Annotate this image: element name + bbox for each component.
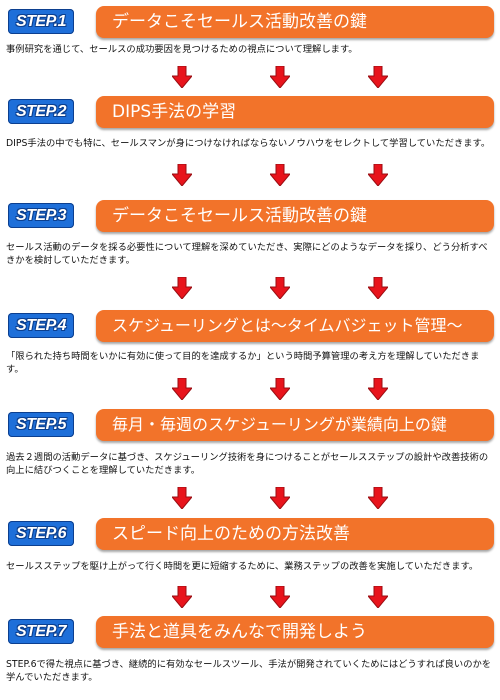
arrow-row	[0, 66, 500, 88]
arrow-down-icon	[172, 586, 192, 608]
arrow-row	[0, 487, 500, 509]
arrow-down-icon	[270, 378, 290, 400]
step-title: スピード向上のための方法改善	[112, 524, 350, 544]
arrow-row	[0, 378, 500, 400]
step-badge-label: STEP.6	[15, 525, 67, 542]
arrow-down-icon	[368, 164, 388, 186]
arrow-down-icon	[368, 66, 388, 88]
arrow-down-icon	[368, 378, 388, 400]
step-badge: STEP.2	[8, 99, 74, 124]
step-description: DIPS手法の中でも特に、セールスマンが身につけなければならないノウハウをセレク…	[6, 138, 491, 149]
step-title: 手法と道具をみんなで開発しよう	[112, 622, 367, 642]
step-title: 毎月・毎週のスケジューリングが業績向上の鍵	[112, 415, 447, 434]
step-title-bar: スピード向上のための方法改善	[96, 518, 494, 550]
arrow-down-icon	[172, 487, 192, 509]
step-badge: STEP.1	[8, 9, 74, 34]
step-badge-label: STEP.4	[15, 317, 67, 334]
arrow-down-icon	[172, 164, 192, 186]
arrow-down-icon	[368, 487, 388, 509]
step-badge-label: STEP.3	[15, 207, 67, 224]
step-badge: STEP.6	[8, 521, 74, 546]
step-badge: STEP.7	[8, 619, 74, 644]
arrow-down-icon	[270, 487, 290, 509]
arrow-row	[0, 277, 500, 299]
arrow-down-icon	[172, 378, 192, 400]
step-badge: STEP.3	[8, 203, 74, 228]
arrow-down-icon	[270, 277, 290, 299]
step-title-bar: データこそセールス活動改善の鍵	[96, 6, 494, 38]
step-description: STEP.6で得た視点に基づき、継続的に有効なセールスツール、手法が開発されてい…	[6, 659, 492, 683]
step-badge-label: STEP.7	[15, 623, 67, 640]
step-description: セールスステップを駆け上がって行く時間を更に短縮するために、業務ステップの改善を…	[6, 561, 479, 572]
step-title-bar: 毎月・毎週のスケジューリングが業績向上の鍵	[96, 409, 494, 441]
arrow-down-icon	[368, 277, 388, 299]
step-title: データこそセールス活動改善の鍵	[112, 12, 367, 32]
step-description: 過去２週間の活動データに基づき、スケジューリング技術を身につけることがセールスス…	[6, 452, 489, 476]
step-description: セールス活動のデータを採る必要性について理解を深めていただき、実際にどのようなデ…	[6, 242, 488, 266]
step-badge-label: STEP.5	[15, 416, 67, 433]
arrow-down-icon	[172, 277, 192, 299]
step-title: DIPS手法の学習	[112, 102, 237, 122]
step-description: 事例研究を通じて、セールスの成功要因を見つけるための視点について理解します。	[6, 44, 358, 55]
step-description: 「限られた持ち時間をいかに有効に使って目的を達成するか」という時間予算管理の考え…	[6, 351, 480, 375]
arrow-down-icon	[270, 164, 290, 186]
step-title-bar: データこそセールス活動改善の鍵	[96, 200, 494, 232]
step-title: スケジューリングとは〜タイムバジェット管理〜	[112, 316, 463, 335]
arrow-down-icon	[270, 66, 290, 88]
step-badge-label: STEP.2	[15, 103, 67, 120]
step-title-bar: 手法と道具をみんなで開発しよう	[96, 616, 494, 648]
step-badge: STEP.5	[8, 412, 74, 437]
step-title-bar: DIPS手法の学習	[96, 96, 494, 128]
arrow-down-icon	[368, 586, 388, 608]
arrow-row	[0, 164, 500, 186]
arrow-down-icon	[172, 66, 192, 88]
step-title-bar: スケジューリングとは〜タイムバジェット管理〜	[96, 310, 494, 342]
step-title: データこそセールス活動改善の鍵	[112, 206, 367, 226]
step-badge: STEP.4	[8, 313, 74, 338]
step-badge-label: STEP.1	[15, 13, 67, 30]
arrow-row	[0, 586, 500, 608]
arrow-down-icon	[270, 586, 290, 608]
